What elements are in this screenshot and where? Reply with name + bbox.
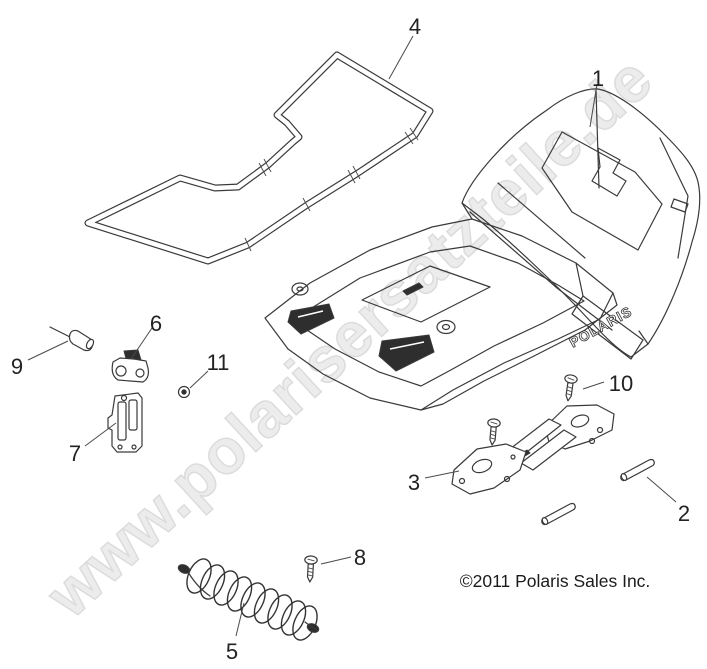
callout-3: 3 xyxy=(408,470,420,495)
part-11-nut-drawing xyxy=(177,385,191,399)
callout-5: 5 xyxy=(226,639,238,664)
part-8-screw-drawing xyxy=(303,555,319,583)
platform-vent-left xyxy=(287,303,335,335)
part-4-rack-extender-drawing xyxy=(84,51,434,265)
part-9-push-pin-drawing xyxy=(49,326,95,352)
copyright-text: ©2011 Polaris Sales Inc. xyxy=(460,571,651,591)
callout-11: 11 xyxy=(207,350,230,375)
part-2-pin-drawing xyxy=(540,458,655,526)
callout-8: 8 xyxy=(354,545,366,570)
callout-7: 7 xyxy=(69,441,81,466)
part-3-mount-bracket-drawing xyxy=(451,404,615,495)
callout-labels: 1 2 3 4 5 6 7 8 9 10 11 xyxy=(11,14,690,664)
part-1-hood-drawing: POLARIS xyxy=(461,88,701,360)
platform-vent-right xyxy=(378,334,435,372)
leader-lines xyxy=(27,35,677,637)
callout-4: 4 xyxy=(409,14,421,39)
part-7-latch-bracket-drawing xyxy=(107,392,143,453)
tube-joint-marks xyxy=(244,127,419,252)
callout-2: 2 xyxy=(678,501,690,526)
front-rack-platform-drawing xyxy=(264,218,618,411)
part-5-spring-drawing xyxy=(177,558,320,641)
callout-9: 9 xyxy=(11,354,23,379)
callout-10: 10 xyxy=(609,371,633,396)
part-6-clamp-drawing xyxy=(111,349,150,383)
callout-6: 6 xyxy=(150,311,162,336)
callout-1: 1 xyxy=(592,66,604,91)
